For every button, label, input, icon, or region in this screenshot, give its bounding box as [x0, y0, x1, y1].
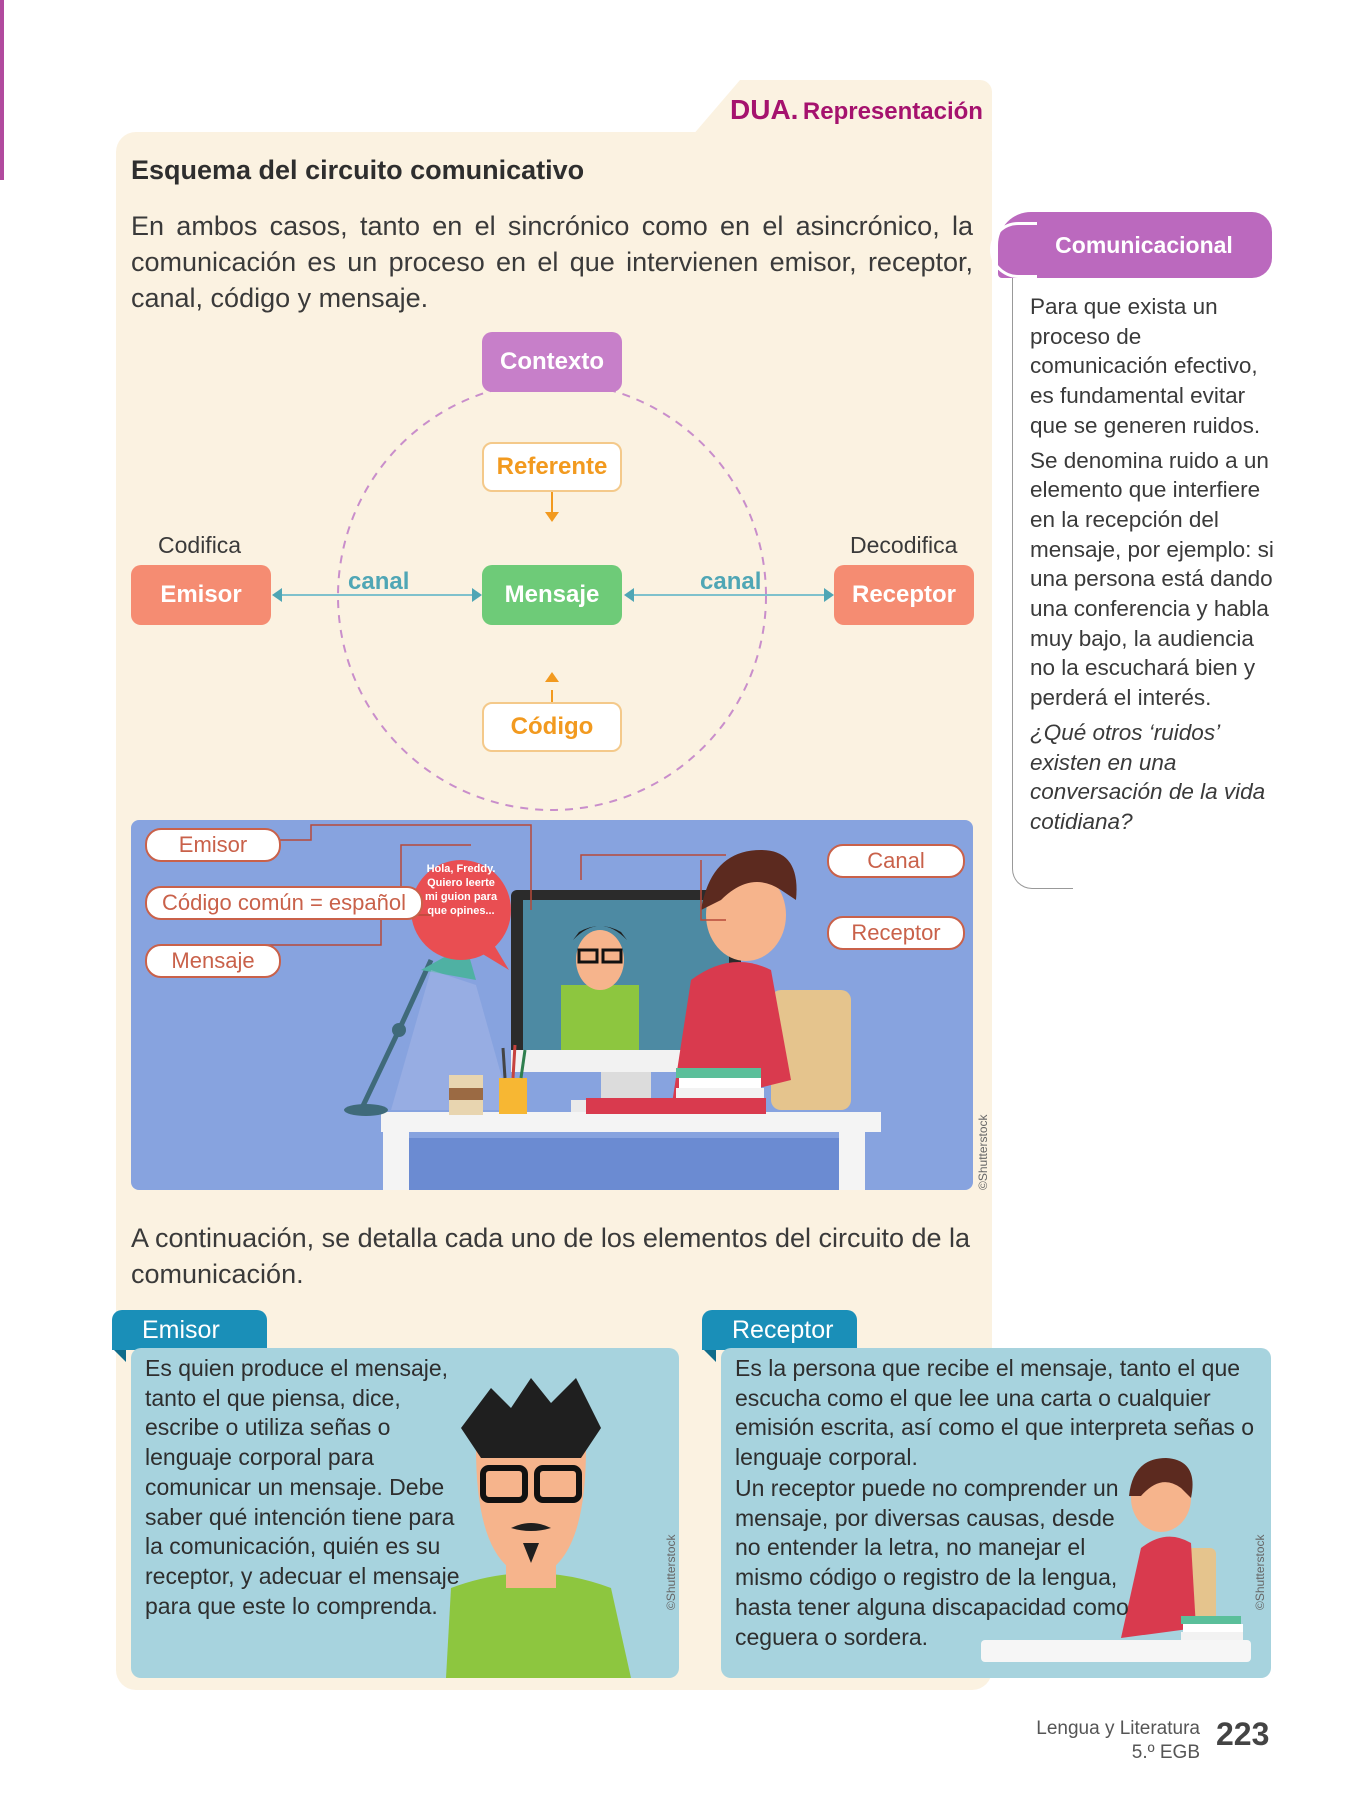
decodifica-label: Decodifica	[850, 532, 958, 558]
receptor-heading: Receptor	[702, 1310, 857, 1350]
referente-box: Referente	[482, 442, 622, 492]
speech-bubble-text: Hola, Freddy. Quiero leerte mi guion par…	[424, 863, 498, 917]
dua-label: DUA. Representación	[730, 94, 983, 125]
callout-codigo: Código común = español	[145, 886, 423, 920]
sidebar-paragraph-2: Se denomina ruido a un elemento que inte…	[1030, 447, 1274, 711]
codifica-label: Codifica	[158, 532, 242, 558]
emisor-fold	[112, 1348, 126, 1362]
codigo-box: Código	[482, 702, 622, 752]
canal-right-label: canal	[700, 568, 762, 595]
sidebar-question: ¿Qué otros ‘ruidos’ existen en una conve…	[1030, 719, 1266, 834]
mensaje-box: Mensaje	[482, 565, 622, 625]
canal-left-label: canal	[348, 568, 410, 595]
receptor-credit: ©Shutterstock	[1253, 1534, 1267, 1610]
intro-paragraph: En ambos casos, tanto en el sincrónico c…	[131, 211, 973, 313]
emisor-definition-text: Es quien produce el mensaje, tanto el qu…	[145, 1355, 460, 1619]
footer-subject: Lengua y Literatura	[1036, 1718, 1200, 1739]
illustration-credit: ©Shutterstock	[976, 1114, 990, 1190]
callout-canal: Canal	[827, 844, 965, 878]
callout-emisor: Emisor	[145, 828, 281, 862]
illustration-scene	[241, 824, 881, 1190]
continuation-paragraph: A continuación, se detalla cada uno de l…	[131, 1223, 971, 1289]
emisor-heading: Emisor	[112, 1310, 267, 1350]
callout-mensaje: Mensaje	[145, 944, 281, 978]
callout-receptor: Receptor	[827, 916, 965, 950]
sidebar-paragraph-1: Para que exista un proceso de comunicaci…	[1030, 294, 1261, 438]
receptor-fold	[702, 1348, 716, 1362]
dua-tab	[680, 80, 992, 150]
emisor-definition-box: Es quien produce el mensaje, tanto el qu…	[131, 1348, 679, 1678]
sidebar-text: Para que exista un proceso de comunicaci…	[1030, 292, 1276, 842]
sidebar-heading: Comunicacional	[998, 212, 1272, 278]
sidebar-ring-icon	[990, 222, 1037, 278]
receptor-definition-box: Es la persona que recibe el mensaje, tan…	[721, 1348, 1271, 1678]
contexto-box: Contexto	[482, 332, 622, 392]
receptor-definition-text-2: Un receptor puede no comprender un mensa…	[735, 1475, 1129, 1650]
emisor-box: Emisor	[131, 565, 271, 625]
receptor-illustration	[981, 1458, 1251, 1662]
receptor-definition-text-1: Es la persona que recibe el mensaje, tan…	[735, 1355, 1255, 1471]
page-edge-bar	[0, 0, 4, 180]
receptor-box: Receptor	[834, 565, 974, 625]
emisor-illustration	[446, 1378, 631, 1678]
communication-illustration: Hola, Freddy. Quiero leerte mi guion par…	[131, 820, 973, 1190]
sidebar-bracket-line	[1012, 278, 1073, 889]
emisor-credit: ©Shutterstock	[664, 1534, 678, 1610]
page-number: 223	[1216, 1716, 1270, 1752]
footer-grade: 5.º EGB	[1131, 1742, 1200, 1763]
section-title: Esquema del circuito comunicativo	[131, 155, 585, 185]
